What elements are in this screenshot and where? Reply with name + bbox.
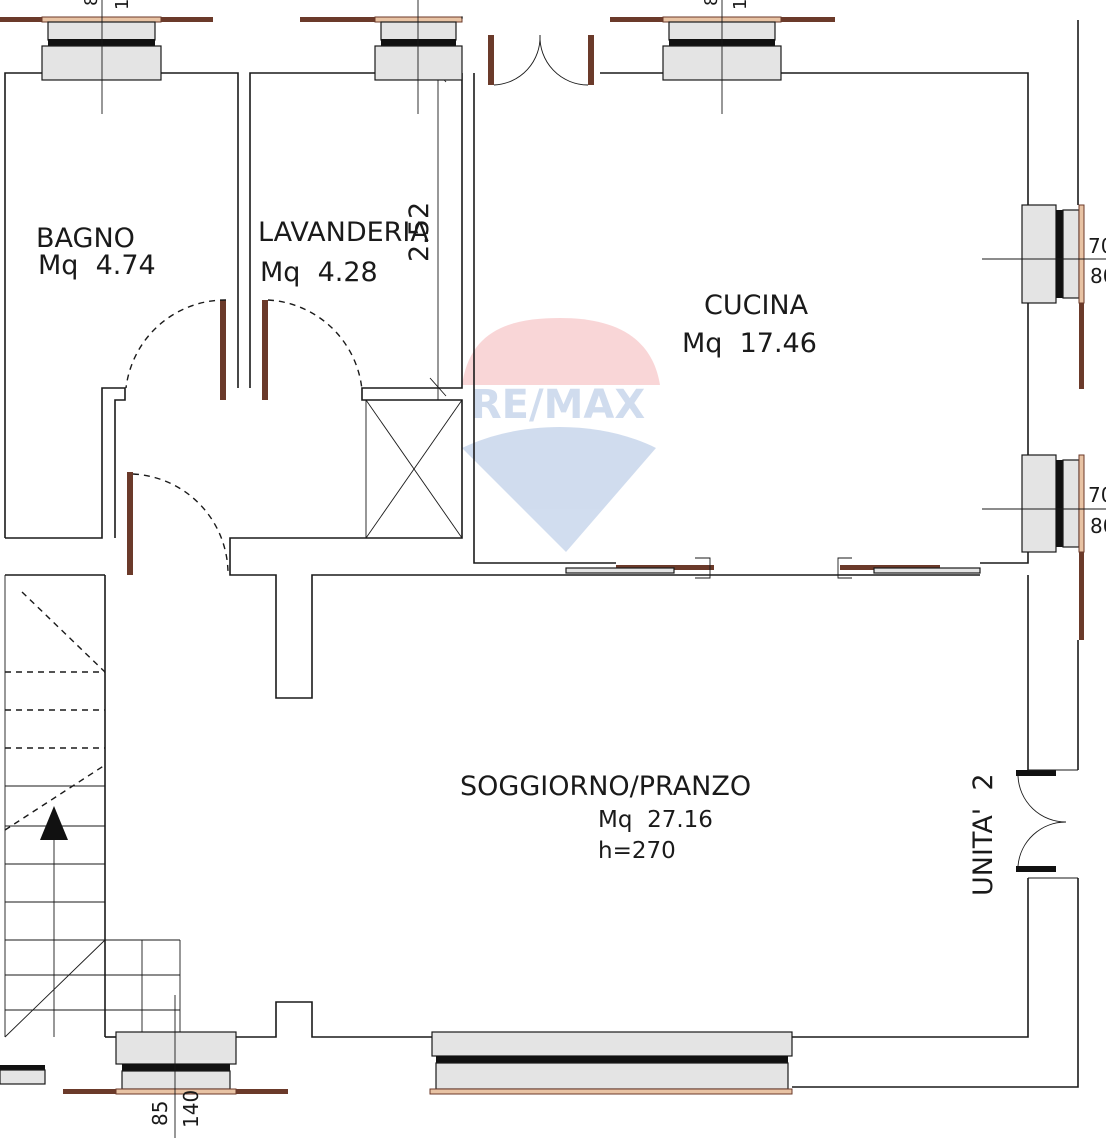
window-stair <box>0 995 288 1138</box>
dim-top-right-a: 8 <box>701 0 722 6</box>
room-area-cucina: Mq 17.46 <box>682 328 817 359</box>
watermark-brand: RE/MAX <box>471 382 645 428</box>
door-disimpegno <box>127 472 229 576</box>
dim-right-top-b: 80 <box>1090 264 1106 288</box>
door-unita-2 <box>1016 769 1078 879</box>
stair-arrow-icon <box>40 806 68 840</box>
room-name-bagno: BAGNO <box>36 223 135 254</box>
walls <box>4 20 1079 1088</box>
balloon-bottom <box>462 427 656 552</box>
window-lavanderia <box>300 0 463 114</box>
staircase <box>4 574 181 1038</box>
room-name-cucina: CUCINA <box>704 290 809 321</box>
room-name-soggiorno: SOGGIORNO/PRANZO <box>460 771 751 802</box>
door-bagno <box>125 299 227 400</box>
shaft <box>365 399 463 539</box>
dim-right-mid-b: 80 <box>1090 514 1106 538</box>
dim-right-top-a: 70 <box>1088 234 1106 258</box>
balloon-top <box>462 318 660 385</box>
room-area-soggiorno: Mq 27.16 <box>598 807 713 833</box>
dim-bottom-a: 85 <box>148 1101 172 1126</box>
window-cucina-right-1 <box>982 204 1106 389</box>
entrance-door-top <box>461 16 594 86</box>
dim-bottom-b: 140 <box>179 1090 203 1128</box>
room-height-soggiorno: h=270 <box>598 838 676 864</box>
room-name-lavanderia: LAVANDERIA <box>258 217 429 248</box>
window-cucina-right-2 <box>982 454 1106 640</box>
room-area-bagno: Mq 4.74 <box>38 250 156 281</box>
remax-watermark: RE/MAX <box>462 318 660 552</box>
dimension-lavanderia: 2.52 <box>404 202 435 262</box>
dim-right-mid-a: 70 <box>1088 483 1106 507</box>
window-bagno <box>0 0 213 114</box>
dim-top-left-a: 8 <box>81 0 102 6</box>
window-cucina-top <box>610 0 835 114</box>
dim-top-right-b: 1 <box>730 0 751 10</box>
door-lavanderia <box>262 299 363 400</box>
sliding-door-cucina <box>565 557 981 579</box>
unit-label: UNITA' 2 <box>968 773 999 896</box>
room-area-lavanderia: Mq 4.28 <box>260 257 378 288</box>
window-soggiorno-large <box>429 1031 793 1095</box>
dim-top-left-b: 1 <box>112 0 133 10</box>
